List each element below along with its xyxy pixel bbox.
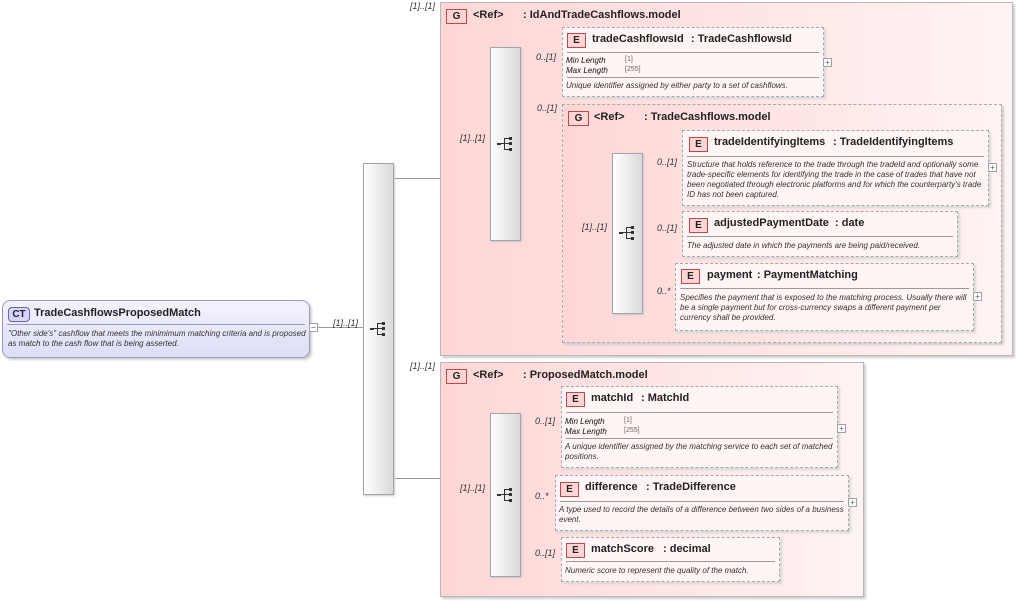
element-multiplicity: 0..[1] — [657, 223, 678, 233]
sequence-multiplicity: [1]..[1] — [460, 483, 486, 493]
sequence-multiplicity: [1]..[1] — [460, 133, 486, 143]
element-payment[interactable]: E payment : PaymentMatching Specifies th… — [675, 263, 974, 331]
expand-plus-icon[interactable]: + — [848, 498, 857, 507]
group-badge: G — [568, 111, 589, 126]
expand-plus-icon[interactable]: + — [988, 163, 997, 172]
element-multiplicity: 0..[1] — [535, 416, 556, 426]
element-badge: E — [689, 137, 708, 152]
group-ref: <Ref> — [594, 111, 625, 123]
divider — [566, 412, 833, 413]
divider — [687, 236, 953, 237]
element-doc: Specifies the payment that is exposed to… — [680, 293, 967, 322]
root-multiplicity: [1]..[1] — [333, 318, 359, 328]
element-trade-identifying-items[interactable]: E tradeIdentifyingItems : TradeIdentifyi… — [682, 130, 989, 206]
divider — [560, 501, 844, 502]
sequence-compositor-icon — [619, 226, 634, 240]
divider — [566, 438, 833, 439]
group1-sequence[interactable] — [490, 47, 521, 241]
expand-plus-icon[interactable]: + — [973, 292, 982, 301]
element-badge: E — [681, 269, 700, 284]
facet-label: Max Length — [566, 66, 608, 75]
element-name: matchScore — [591, 543, 654, 555]
element-multiplicity: 0..[1] — [657, 157, 678, 167]
facet-value: [1] — [624, 417, 632, 424]
group-multiplicity: [1]..[1] — [410, 1, 436, 11]
element-match-score[interactable]: E matchScore : decimal Numeric score to … — [561, 537, 780, 582]
complex-type-box[interactable]: CT TradeCashflowsProposedMatch "Other si… — [2, 300, 310, 358]
element-doc: Structure that holds reference to the tr… — [687, 160, 982, 199]
element-doc: Unique identifier assigned by either par… — [566, 81, 788, 90]
divider — [567, 52, 819, 53]
divider — [566, 561, 775, 562]
element-adjusted-payment-date[interactable]: E adjustedPaymentDate : date The adjuste… — [682, 211, 958, 257]
complex-type-name: TradeCashflowsProposedMatch — [34, 307, 201, 319]
divider — [680, 288, 969, 289]
element-type: : TradeCashflowsId — [691, 33, 792, 45]
element-type: : MatchId — [641, 392, 690, 404]
element-name: payment — [707, 269, 753, 281]
element-type: : PaymentMatching — [757, 269, 858, 281]
group-multiplicity: [1]..[1] — [410, 361, 436, 371]
element-badge: E — [567, 33, 586, 48]
sequence-compositor-icon — [497, 488, 512, 502]
element-match-id[interactable]: E matchId : MatchId Min Length [1] Max L… — [561, 386, 838, 468]
group-name: : ProposedMatch.model — [523, 369, 648, 381]
facet-label: Max Length — [565, 427, 607, 436]
element-doc: A unique identifier assigned by the matc… — [565, 442, 833, 461]
element-doc: Numeric score to represent the quality o… — [565, 566, 749, 575]
facet-value: [255] — [624, 427, 640, 434]
collapse-minus-icon[interactable]: − — [309, 323, 318, 332]
group3-sequence[interactable] — [490, 413, 521, 577]
facet-value: [255] — [625, 66, 641, 73]
element-badge: E — [566, 543, 585, 558]
sequence-compositor-icon — [497, 137, 512, 151]
complex-type-badge: CT — [8, 307, 30, 322]
element-difference[interactable]: E difference : TradeDifference A type us… — [555, 475, 849, 531]
element-trade-cashflows-id[interactable]: E tradeCashflowsId : TradeCashflowsId Mi… — [562, 27, 824, 97]
sequence-compositor-icon — [370, 322, 385, 336]
complex-type-doc: "Other side's" cashflow that meets the m… — [8, 329, 306, 348]
element-doc: The adjusted date in which the payments … — [687, 241, 921, 250]
expand-plus-icon[interactable]: + — [837, 424, 846, 433]
expand-plus-icon[interactable]: + — [823, 58, 832, 67]
group-name: : TradeCashflows.model — [644, 111, 771, 123]
element-badge: E — [566, 392, 585, 407]
divider — [7, 324, 305, 325]
facet-label: Min Length — [566, 56, 606, 65]
element-doc: A type used to record the details of a d… — [559, 505, 844, 524]
facet-label: Min Length — [565, 417, 605, 426]
divider — [687, 156, 984, 157]
element-type: : TradeDifference — [646, 481, 736, 493]
group-badge: G — [446, 369, 467, 384]
element-type: : TradeIdentifyingItems — [833, 136, 954, 148]
facet-value: [1] — [625, 56, 633, 63]
element-multiplicity: 0..* — [657, 286, 671, 296]
group-multiplicity: 0..[1] — [537, 103, 558, 113]
element-name: tradeCashflowsId — [592, 33, 684, 45]
divider — [567, 77, 819, 78]
group2-sequence[interactable] — [612, 153, 643, 314]
group-badge: G — [446, 9, 467, 24]
element-multiplicity: 0..* — [535, 491, 549, 501]
element-name: tradeIdentifyingItems — [714, 136, 826, 148]
element-name: adjustedPaymentDate — [714, 217, 829, 229]
sequence-multiplicity: [1]..[1] — [582, 222, 608, 232]
group-ref: <Ref> — [473, 9, 504, 21]
element-type: : date — [835, 217, 865, 229]
group-ref: <Ref> — [473, 369, 504, 381]
element-badge: E — [689, 218, 708, 233]
group-name: : IdAndTradeCashflows.model — [523, 9, 681, 21]
element-multiplicity: 0..[1] — [536, 52, 557, 62]
element-type: : decimal — [663, 543, 711, 555]
element-name: difference — [585, 481, 638, 493]
element-multiplicity: 0..[1] — [535, 548, 556, 558]
main-sequence[interactable] — [363, 163, 394, 495]
element-badge: E — [560, 482, 579, 497]
element-name: matchId — [591, 392, 634, 404]
